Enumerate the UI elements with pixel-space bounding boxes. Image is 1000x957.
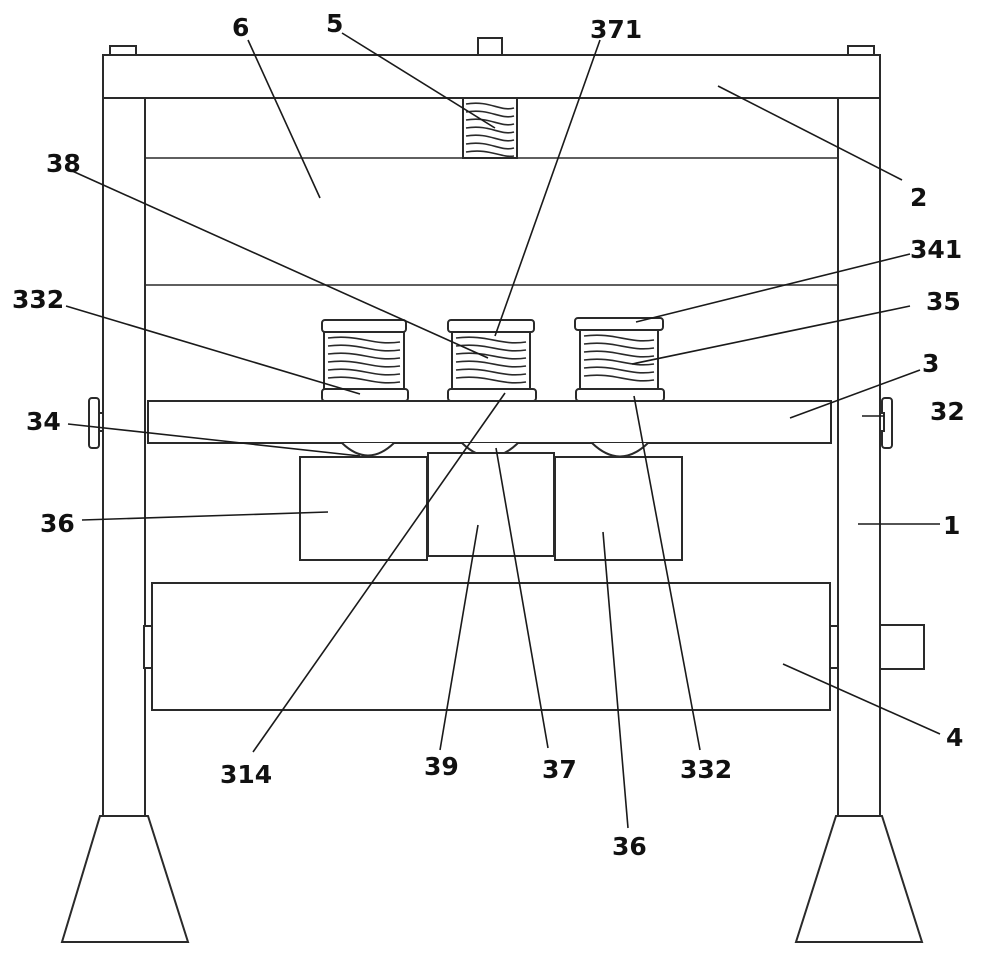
- top-beam: [102, 37, 881, 99]
- left-spring-assembly: [321, 319, 409, 402]
- top-spring: [462, 97, 518, 159]
- leader-lines: [65, 32, 941, 829]
- label-341: 341: [910, 235, 962, 264]
- label-35: 35: [926, 287, 961, 316]
- label-36-left: 36: [40, 509, 75, 538]
- crossbar: [88, 397, 893, 449]
- label-32: 32: [930, 397, 965, 426]
- label-39: 39: [424, 752, 459, 781]
- right-column: [794, 97, 924, 943]
- label-3: 3: [922, 349, 939, 378]
- label-36-bottom: 36: [612, 832, 647, 861]
- labels: 6 5 371 2 38 341 332 35 3 34 32 36 1 4 3…: [12, 9, 965, 861]
- label-332-left: 332: [12, 285, 64, 314]
- left-column: [60, 97, 190, 943]
- label-371: 371: [590, 15, 642, 44]
- middle-spring-assembly: [447, 319, 537, 402]
- label-6: 6: [232, 13, 249, 42]
- label-2: 2: [910, 183, 927, 212]
- base-plate: [143, 582, 925, 711]
- label-1: 1: [943, 511, 960, 540]
- label-314: 314: [220, 760, 272, 789]
- label-5: 5: [326, 9, 343, 38]
- press-blocks: [299, 452, 683, 561]
- label-37: 37: [542, 755, 577, 784]
- label-4: 4: [946, 723, 963, 752]
- upper-frame: [145, 157, 838, 286]
- label-332-right: 332: [680, 755, 732, 784]
- label-34: 34: [26, 407, 61, 436]
- label-38: 38: [46, 149, 81, 178]
